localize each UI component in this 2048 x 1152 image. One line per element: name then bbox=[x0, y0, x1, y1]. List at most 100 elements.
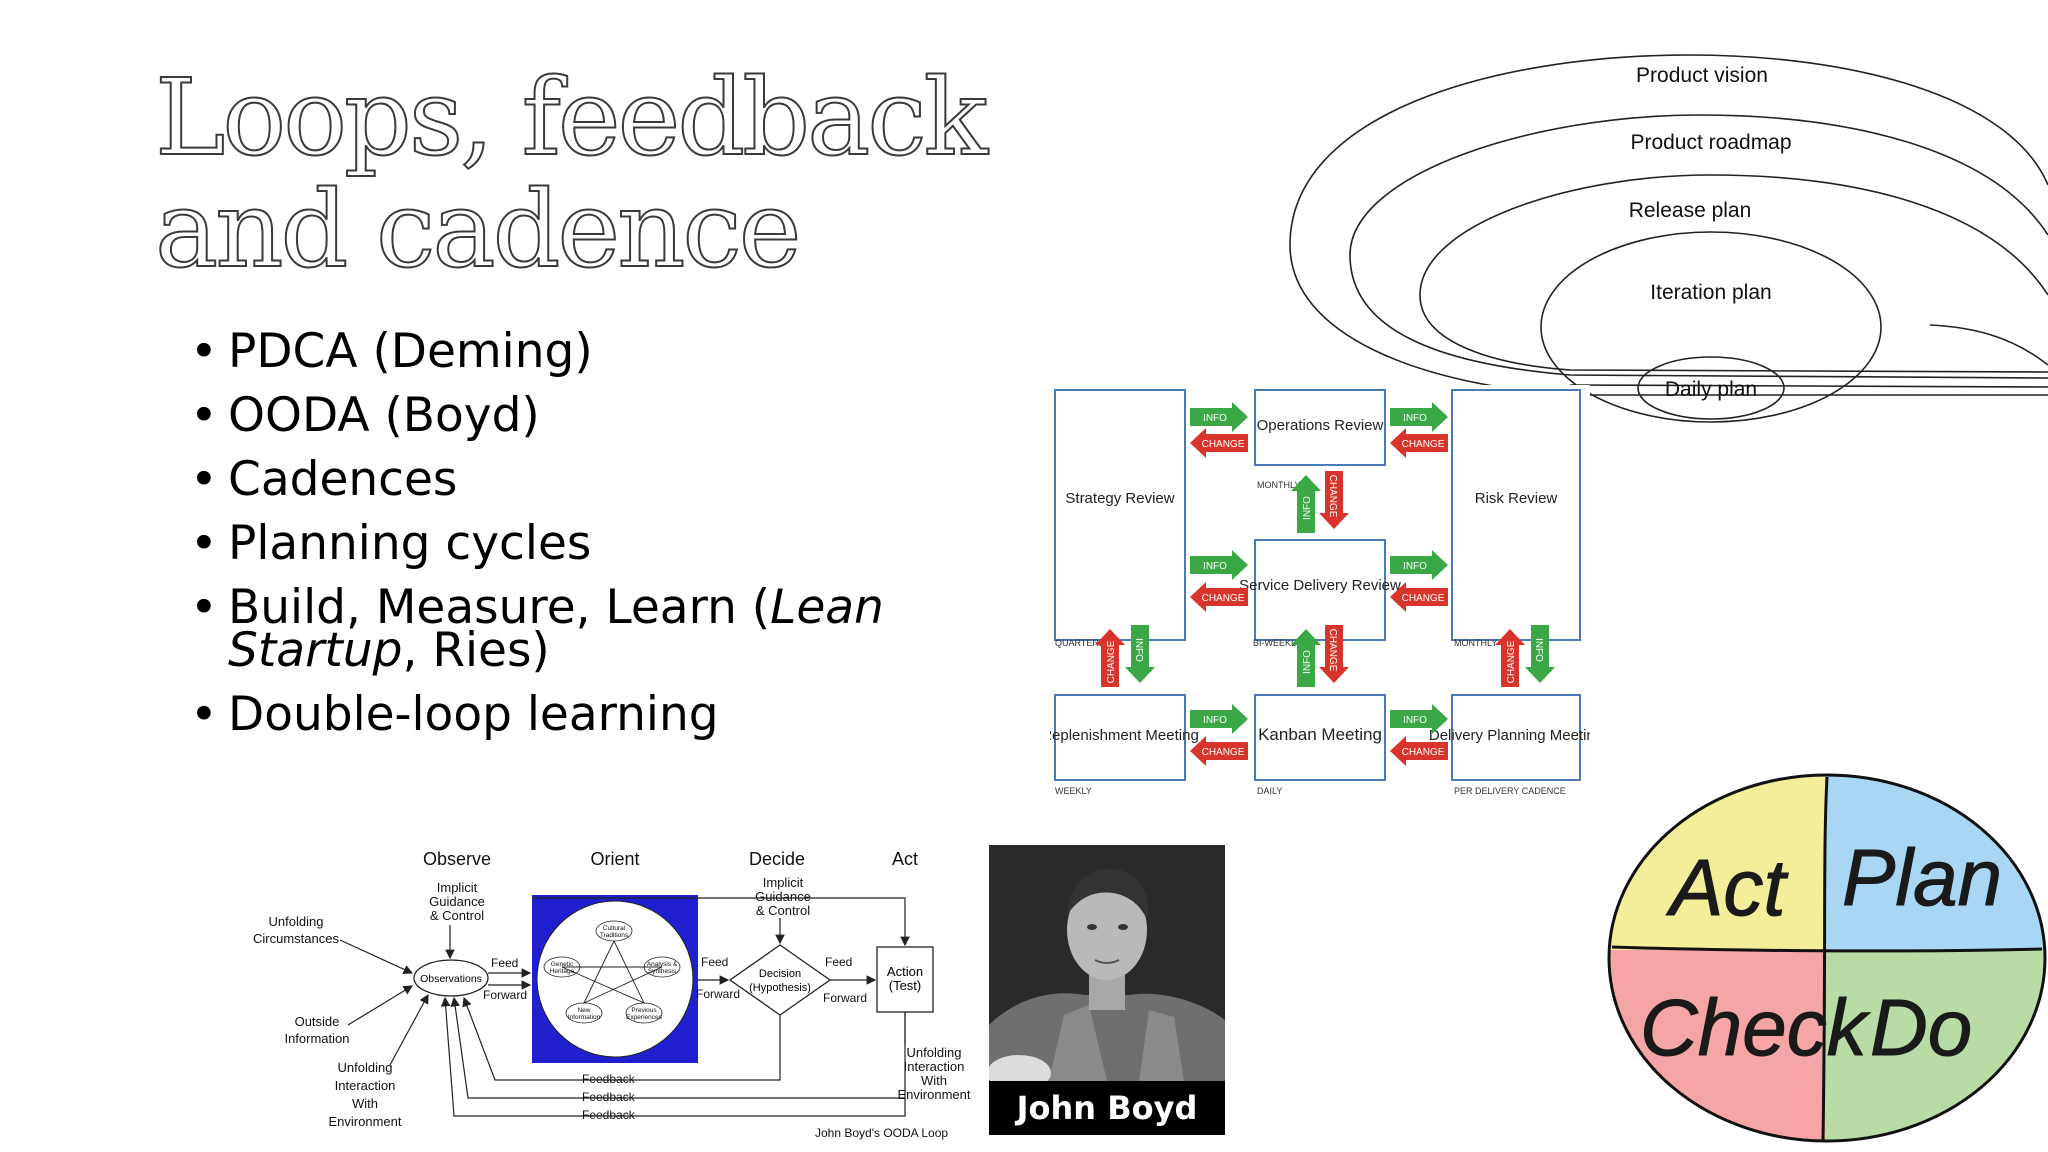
change-arrow-label: CHANGE bbox=[1327, 629, 1338, 672]
change-arrow: CHANGE bbox=[1319, 471, 1349, 529]
svg-text:Service Delivery Review: Service Delivery Review bbox=[1239, 577, 1401, 594]
delivery-planning-meeting-label: Delivery Planning Meeting bbox=[1429, 727, 1590, 744]
change-arrow-label: CHANGE bbox=[1402, 439, 1445, 450]
ooda-phase-observe: Observe bbox=[423, 849, 491, 869]
pdca-circle-diagram: Act Plan Check Do bbox=[1580, 765, 2048, 1150]
replenishment-meeting-label: Replenishment Meeting bbox=[1050, 727, 1199, 744]
ooda-phase-orient: Orient bbox=[590, 849, 639, 869]
onion-ring-label: Iteration plan bbox=[1650, 281, 1771, 304]
svg-text:Replenishment Meeting: Replenishment Meeting bbox=[1050, 727, 1199, 744]
info-arrow-label: INFO bbox=[1403, 413, 1427, 424]
operations-review-label: Operations Review bbox=[1257, 417, 1384, 434]
info-arrow: INFO bbox=[1125, 625, 1155, 683]
bullet-item: Double-loop learning bbox=[190, 691, 884, 738]
observations-label: Observations bbox=[420, 973, 482, 985]
decision-node bbox=[728, 944, 832, 1016]
bullet-text: OODA (Boyd) bbox=[228, 388, 540, 443]
info-arrow-label: INFO bbox=[1302, 496, 1313, 520]
svg-text:Strategy Review: Strategy Review bbox=[1065, 490, 1174, 507]
bullet-text: Planning cycles bbox=[228, 516, 592, 571]
change-arrow-label: CHANGE bbox=[1327, 475, 1338, 518]
action-label: Action bbox=[887, 964, 923, 979]
feed-label: Feed bbox=[825, 955, 852, 969]
title-line-1: Loops, feedback bbox=[154, 56, 989, 179]
orient-node-label: Analysis & bbox=[647, 961, 678, 968]
orient-node-label: Previous bbox=[631, 1007, 657, 1014]
action-node bbox=[876, 946, 934, 1013]
change-arrow: CHANGE bbox=[1190, 428, 1248, 458]
svg-text:Risk Review: Risk Review bbox=[1475, 490, 1558, 507]
info-arrow-label: INFO bbox=[1203, 715, 1227, 726]
feedback-label: Feedback bbox=[582, 1072, 636, 1086]
orient-node-label: Cultural bbox=[603, 925, 626, 932]
orient-node-label: Information bbox=[568, 1014, 601, 1021]
change-arrow: CHANGE bbox=[1390, 582, 1448, 612]
bullet-italic: Lean bbox=[770, 580, 884, 635]
orient-node-label: Traditions bbox=[600, 932, 629, 939]
unfolding-interaction-left-line: Environment bbox=[329, 1114, 402, 1129]
change-arrow-label: CHANGE bbox=[1506, 640, 1517, 683]
info-arrow: INFO bbox=[1390, 704, 1448, 734]
igc-decide-line: Guidance bbox=[755, 889, 811, 904]
unfolding-interaction-right-line: Unfolding bbox=[907, 1045, 962, 1060]
pdca-do-label: Do bbox=[1870, 983, 1972, 1072]
info-arrow: INFO bbox=[1390, 402, 1448, 432]
orient-node-label: Experiences bbox=[626, 1014, 663, 1021]
change-arrow: CHANGE bbox=[1390, 736, 1448, 766]
bullet-item: Planning cycles bbox=[190, 520, 884, 567]
info-arrow-label: INFO bbox=[1403, 715, 1427, 726]
frequency-label: DAILY bbox=[1257, 786, 1282, 796]
info-arrow-label: INFO bbox=[1203, 561, 1227, 572]
kanban-meeting-label: Kanban Meeting bbox=[1258, 725, 1382, 744]
change-arrow: CHANGE bbox=[1095, 629, 1125, 687]
bullet-text: PDCA (Deming) bbox=[228, 324, 593, 379]
orient-node-label: Heritage bbox=[550, 968, 575, 975]
change-arrow: CHANGE bbox=[1495, 629, 1525, 687]
service-delivery-review-box bbox=[1254, 539, 1386, 641]
outside-information-line: Information bbox=[284, 1031, 349, 1046]
info-arrow-label: INFO bbox=[1302, 650, 1313, 674]
svg-text:Kanban Meeting: Kanban Meeting bbox=[1258, 725, 1382, 744]
igc-observe-line: Implicit bbox=[437, 880, 478, 895]
frequency-label: MONTHLY bbox=[1454, 638, 1497, 648]
replenishment-meeting-box bbox=[1054, 694, 1186, 781]
info-arrow-label: INFO bbox=[1403, 561, 1427, 572]
orient-node-label: New bbox=[577, 1007, 590, 1014]
ooda-phase-act: Act bbox=[892, 849, 918, 869]
change-arrow-label: CHANGE bbox=[1106, 640, 1117, 683]
info-arrow: INFO bbox=[1291, 475, 1321, 533]
onion-ring-label: Release plan bbox=[1629, 199, 1752, 222]
feed-label: Feed bbox=[491, 956, 518, 970]
unfolding-interaction-left-line: Unfolding bbox=[338, 1060, 393, 1075]
operations-review-box bbox=[1254, 389, 1386, 466]
observations-node bbox=[413, 959, 489, 997]
strategy-review-label: Strategy Review bbox=[1065, 490, 1174, 507]
bullet-text: Cadences bbox=[228, 452, 458, 507]
change-arrow: CHANGE bbox=[1190, 736, 1248, 766]
service-delivery-review-label: Service Delivery Review bbox=[1239, 577, 1401, 594]
decision-label: Decision bbox=[759, 968, 801, 980]
pdca-act-label: Act bbox=[1666, 843, 1788, 932]
igc-observe-line: Guidance bbox=[429, 894, 485, 909]
info-arrow-label: INFO bbox=[1133, 638, 1144, 662]
ooda-loop-diagram: Observe Orient Decide Act Implicit Guida… bbox=[240, 840, 985, 1145]
info-arrow: INFO bbox=[1291, 629, 1321, 687]
unfolding-interaction-right-line: Environment bbox=[898, 1087, 971, 1102]
bullet-text: , Ries) bbox=[402, 623, 550, 678]
change-arrow-label: CHANGE bbox=[1402, 747, 1445, 758]
frequency-label: QUARTERLY bbox=[1055, 638, 1109, 648]
john-boyd-caption: John Boyd bbox=[989, 1081, 1225, 1135]
info-arrow: INFO bbox=[1390, 550, 1448, 580]
change-arrow-label: CHANGE bbox=[1402, 593, 1445, 604]
info-arrow: INFO bbox=[1190, 550, 1248, 580]
info-arrow: INFO bbox=[1525, 625, 1555, 683]
frequency-label: WEEKLY bbox=[1055, 786, 1092, 796]
change-arrow-label: CHANGE bbox=[1202, 439, 1245, 450]
igc-decide-line: Implicit bbox=[763, 875, 804, 890]
ooda-phase-decide: Decide bbox=[749, 849, 805, 869]
onion-ring-label: Product vision bbox=[1636, 64, 1768, 87]
change-arrow: CHANGE bbox=[1190, 582, 1248, 612]
bullet-item: OODA (Boyd) bbox=[190, 392, 884, 439]
pdca-plan-label: Plan bbox=[1842, 833, 2002, 922]
